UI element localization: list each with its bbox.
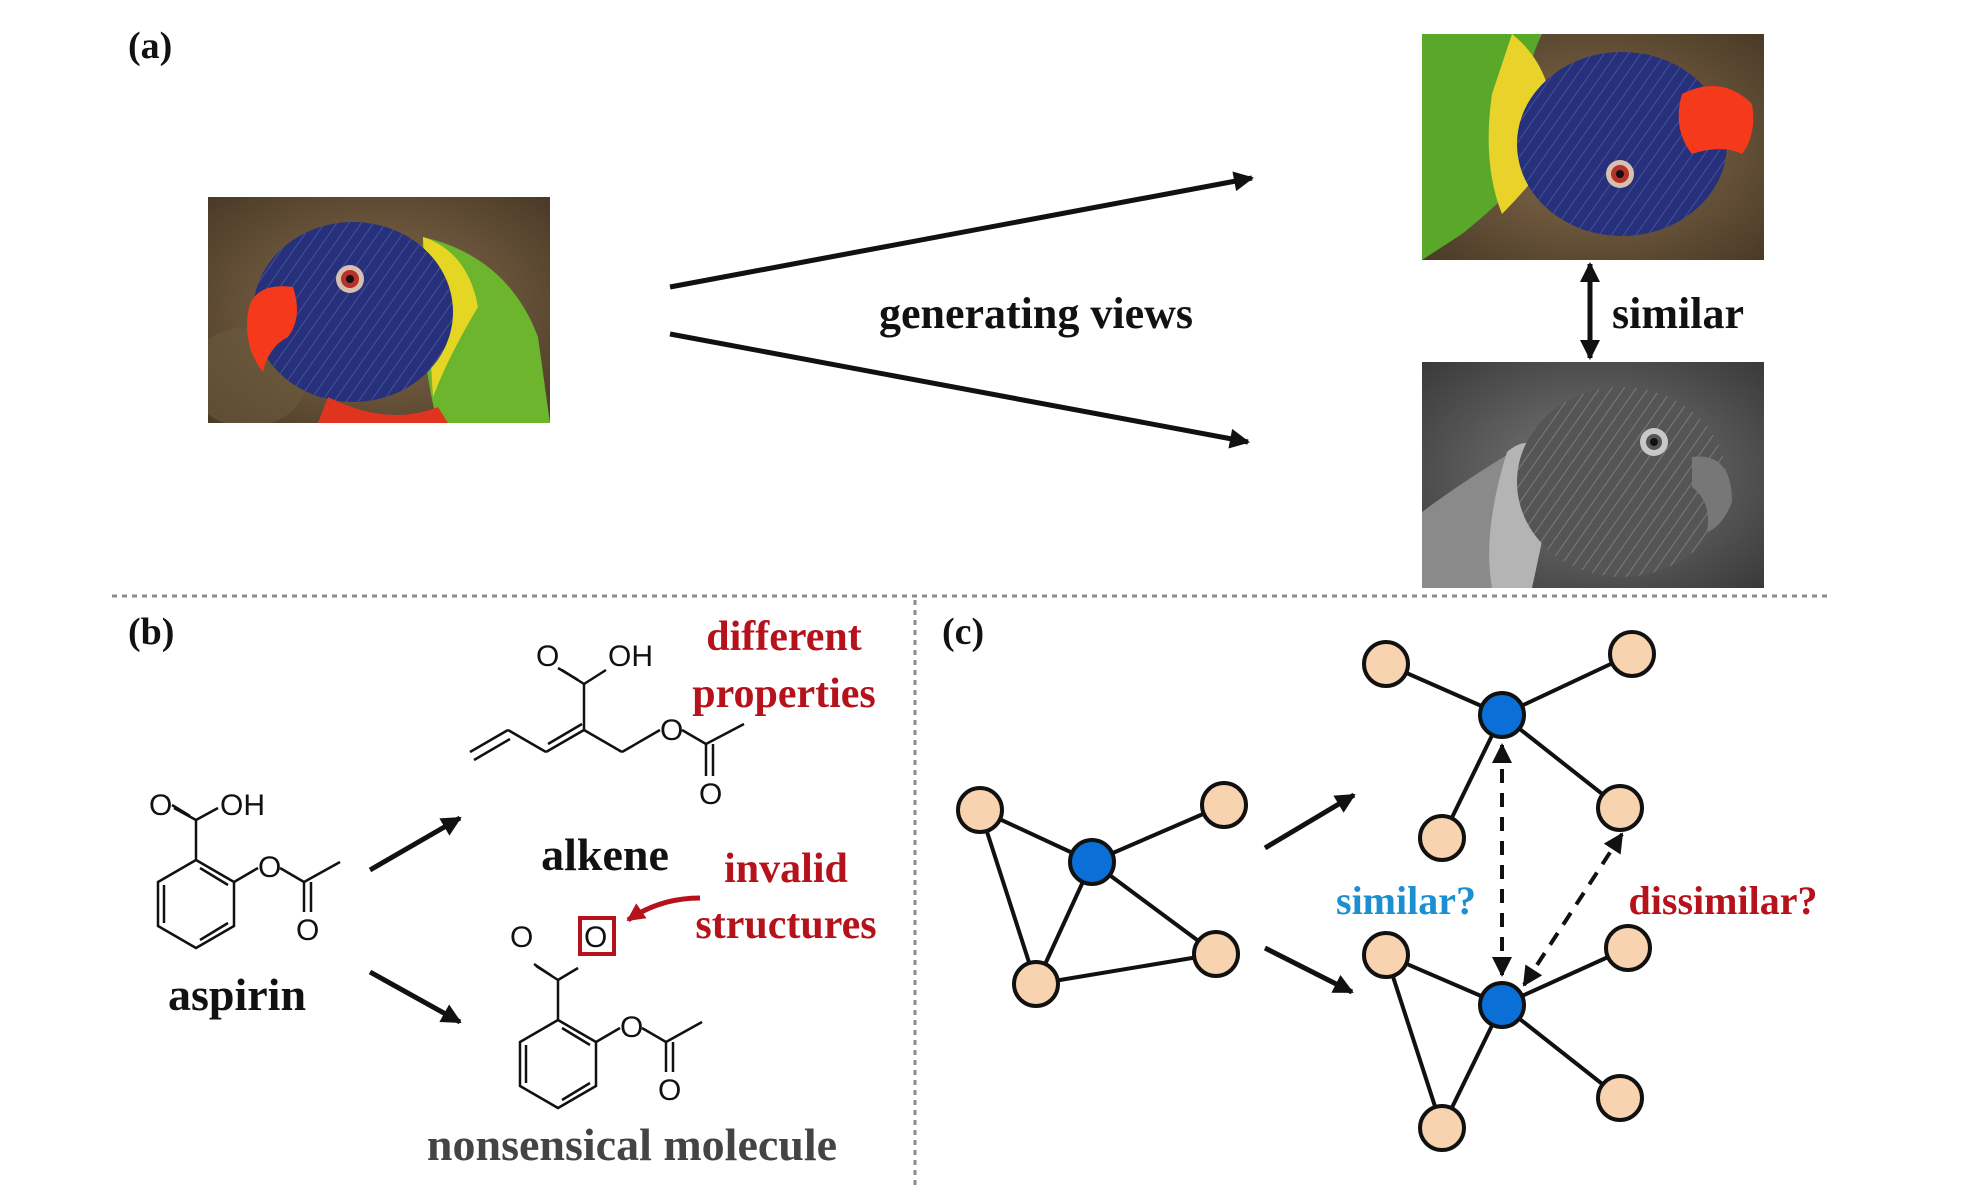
dissimilar-question-label: dissimilar? <box>1629 878 1818 923</box>
dissimilar-dashed-arrow <box>1522 832 1624 987</box>
graph-original-center-node <box>1068 838 1116 886</box>
nonsensical-atom-o-ester: O <box>620 1011 643 1044</box>
alkene-atom-o-carbonyl: O <box>536 640 559 673</box>
aspirin-label: aspirin <box>168 969 306 1020</box>
view-arrow-down <box>669 331 1250 449</box>
graph-original <box>956 781 1248 1008</box>
invalid-atom-highlight-box <box>578 916 616 956</box>
graph-view-top-node <box>1418 814 1466 862</box>
graph-view-bottom-node <box>1418 1104 1466 1152</box>
graph-view-top-center-node <box>1478 691 1526 739</box>
parrot-image-grayscale <box>1422 362 1764 588</box>
panel-a-label: (a) <box>128 25 172 67</box>
note-different: different <box>706 614 862 660</box>
aspirin-atom-o-carbonyl: O <box>149 789 172 822</box>
parrot-image-original <box>208 197 550 423</box>
graph-view-bottom-node <box>1604 924 1652 972</box>
panel-b-label: (b) <box>128 611 174 653</box>
aspirin-structure <box>156 803 341 950</box>
alkene-structure <box>469 666 745 776</box>
graph-original-node <box>1012 960 1060 1008</box>
graph-original-node <box>1200 781 1248 829</box>
nonsensical-label: nonsensical molecule <box>427 1119 837 1170</box>
graph-view-top-node <box>1608 630 1656 678</box>
graph-view-bottom-center-node <box>1478 981 1526 1029</box>
nonsensical-atom-o-carbonyl: O <box>510 921 533 954</box>
similar-question-label: similar? <box>1336 878 1476 923</box>
nonsensical-atom-o-invalid: O <box>584 921 607 954</box>
nonsensical-atom-o-acetyl: O <box>658 1074 681 1107</box>
graph-original-node <box>1192 930 1240 978</box>
graph-view-top-node <box>1596 784 1644 832</box>
invalid-note-arrow <box>626 895 701 923</box>
note-structures: structures <box>695 902 876 948</box>
view-arrow-up <box>669 171 1254 290</box>
graph-arrow-down <box>1263 945 1354 995</box>
generating-views-label: generating views <box>879 289 1193 338</box>
aspirin-arrow-down <box>368 969 462 1025</box>
note-invalid: invalid <box>724 846 848 892</box>
alkene-label: alkene <box>541 829 669 880</box>
note-properties: properties <box>692 671 876 717</box>
graph-view-bottom <box>1362 924 1652 1152</box>
similar-label: similar <box>1612 289 1744 338</box>
graph-view-top <box>1362 630 1656 862</box>
nonsensical-structure <box>518 962 703 1110</box>
parrot-image-rotated <box>1422 34 1764 260</box>
aspirin-atom-oh: OH <box>220 789 265 822</box>
graph-view-bottom-node <box>1596 1074 1644 1122</box>
alkene-atom-o-ester: O <box>660 714 683 747</box>
aspirin-atom-o-ester: O <box>258 851 281 884</box>
graph-view-top-node <box>1362 640 1410 688</box>
graph-view-bottom-node <box>1362 931 1410 979</box>
aspirin-arrow-up <box>368 815 462 873</box>
graph-arrow-up <box>1263 792 1356 851</box>
alkene-atom-o-acetyl: O <box>699 778 722 811</box>
alkene-atom-oh: OH <box>608 640 653 673</box>
panel-c-label: (c) <box>942 611 984 653</box>
aspirin-atom-o-acetyl: O <box>296 914 319 947</box>
graph-original-node <box>956 786 1004 834</box>
